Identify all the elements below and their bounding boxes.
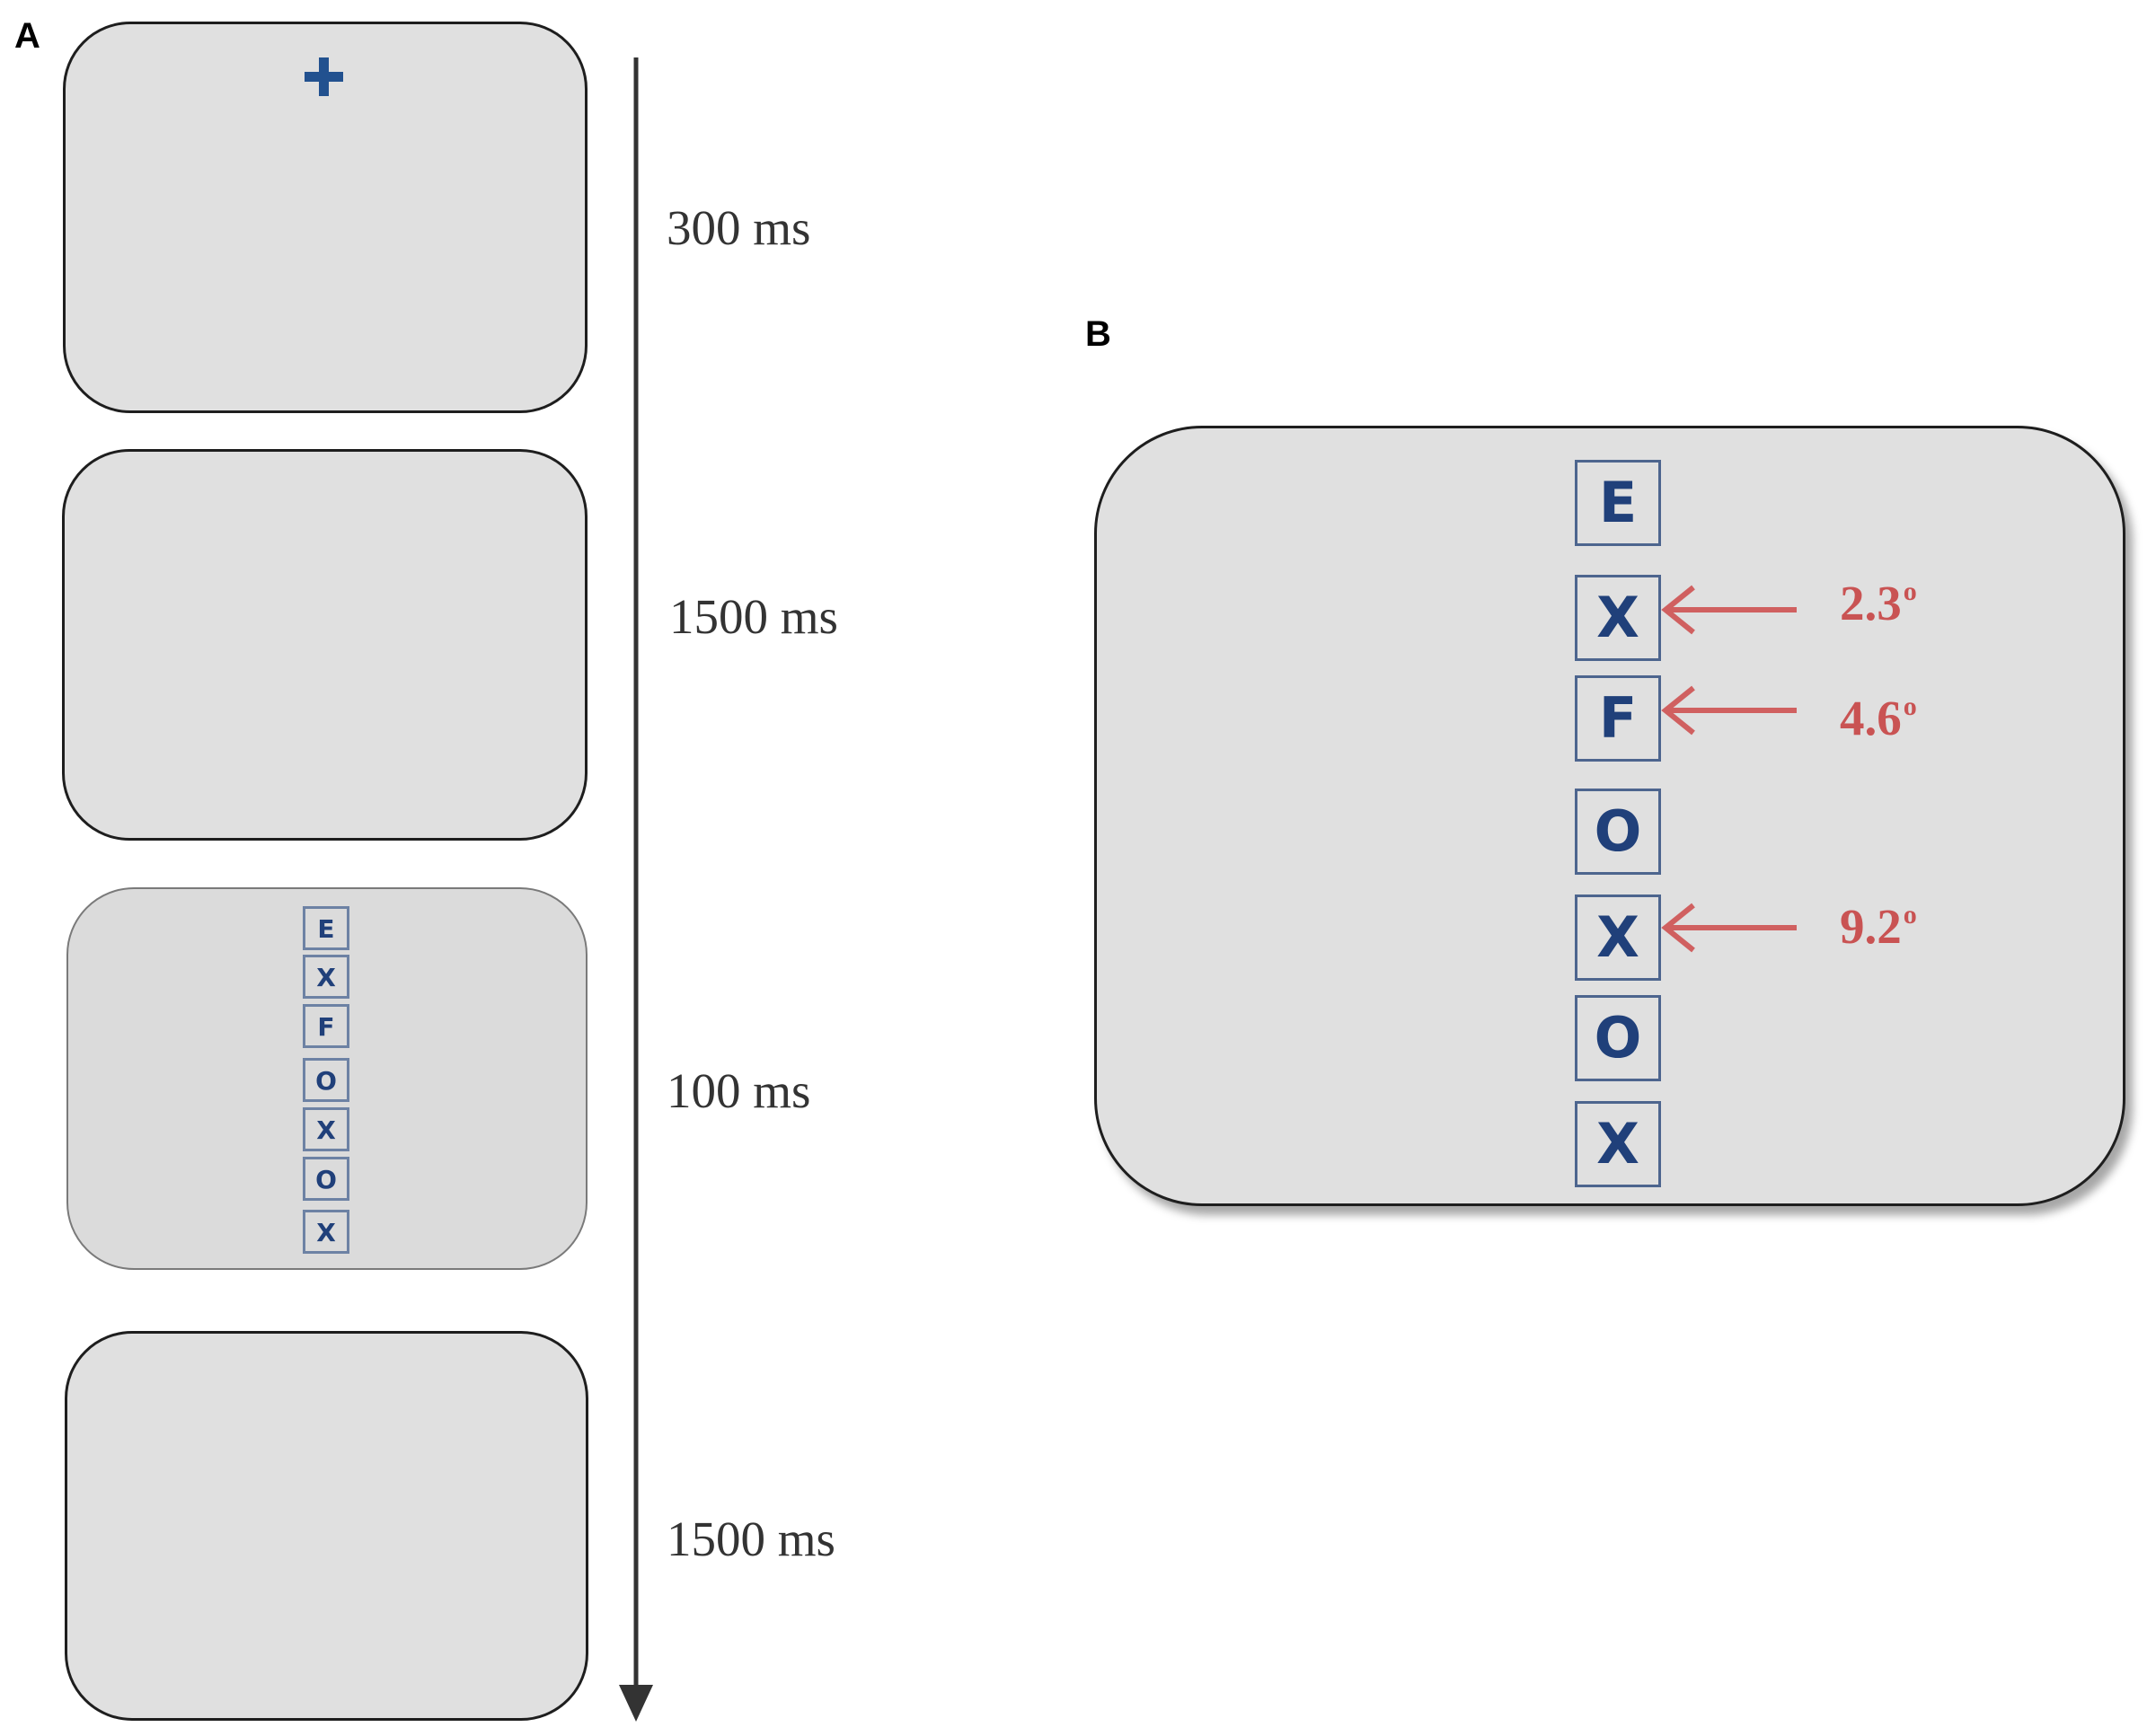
degree-unit: o [1903,692,1917,721]
stimulus-screen [66,887,588,1270]
down-arrow-icon [619,57,653,1722]
degree-unit: o [1903,577,1917,606]
left-arrow-icon [1661,685,1797,736]
small-letter-box: X [303,1107,349,1151]
blank-screen-2 [65,1331,588,1721]
duration-label-fixation: 300 ms [667,200,811,255]
eccentricity-label: 4.6o [1840,690,1917,746]
left-arrow-icon [1661,903,1797,953]
small-letter-box: O [303,1058,349,1102]
eccentricity-label: 2.3o [1840,575,1917,631]
small-letter-box: O [303,1157,349,1201]
big-letter-box: E [1575,460,1661,546]
enlarged-stimulus-screen [1094,426,2125,1206]
big-letter-box: X [1575,894,1661,981]
small-letter-box: F [303,1004,349,1048]
big-letter-box: O [1575,789,1661,875]
eccentricity-label: 9.2o [1840,898,1917,955]
small-letter-box: E [303,906,349,950]
big-letter-box: O [1575,995,1661,1081]
small-letter-box: X [303,1210,349,1254]
duration-label-blank-1: 1500 ms [669,589,838,644]
eccentricity-value: 2.3 [1840,576,1902,630]
plus-icon [305,57,343,96]
panel-a-label: A [14,16,40,56]
eccentricity-value: 9.2 [1840,899,1902,954]
duration-label-blank-2: 1500 ms [667,1511,835,1566]
blank-screen-1 [62,449,588,841]
panel-b-label: B [1085,314,1111,354]
big-letter-box: X [1575,575,1661,661]
eccentricity-value: 4.6 [1840,691,1902,745]
small-letter-box: X [303,955,349,999]
duration-label-stimulus: 100 ms [667,1063,811,1118]
big-letter-box: F [1575,675,1661,762]
left-arrow-icon [1661,585,1797,635]
big-letter-box: X [1575,1101,1661,1187]
degree-unit: o [1903,900,1917,930]
